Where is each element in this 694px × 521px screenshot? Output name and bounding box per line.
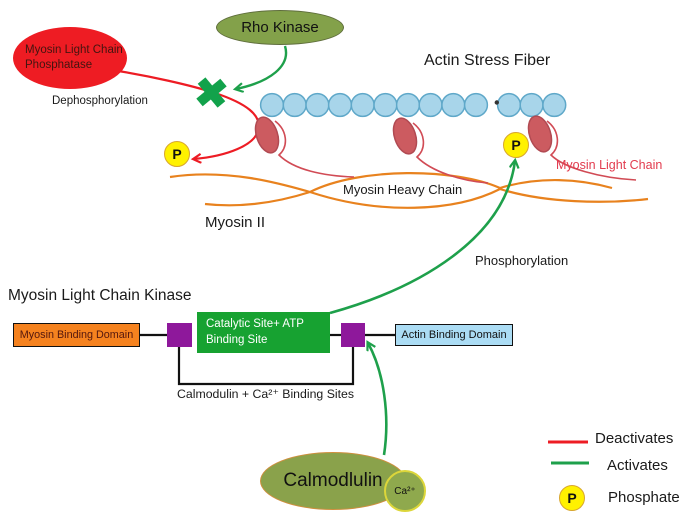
actin-filament [259,92,567,118]
myosin-light-chain-tails [274,120,637,184]
domain-calmodulin-site-2[interactable] [341,323,365,347]
domain-calmodulin-site-1[interactable] [167,323,192,347]
domain-myosin-binding[interactable]: Myosin Binding Domain [13,323,140,347]
phosphate-circle-left: P [164,141,190,167]
filament-dot [494,100,499,105]
domain-actin-binding[interactable]: Actin Binding Domain [395,324,513,346]
label-myosin-light-chain: Myosin Light Chain [556,158,663,172]
label-dephosphorylation: Dephosphorylation [52,95,148,107]
phosphate-circle-right: P [503,132,529,158]
inhibition-x-icon [196,77,227,108]
label-phosphorylation: Phosphorylation [475,253,569,268]
domain-catalytic-site[interactable]: Catalytic Site+ ATP Binding Site [197,312,330,353]
label-mlck-title: Myosin Light Chain Kinase [8,287,192,304]
deactivation-arrow [111,68,260,159]
legend-phosphate-label: Phosphate [608,489,680,506]
legend-lines [548,440,589,465]
legend-phosphate-circle: P [559,485,585,511]
node-calcium[interactable]: Ca²⁺ [384,470,426,512]
rho-activation-arrow [236,45,288,89]
domain-connectors [140,333,395,386]
myosin-heavy-chain-lines [169,172,649,209]
node-rho-kinase[interactable]: Rho Kinase [216,10,344,45]
legend-activates-label: Activates [607,457,668,474]
label-calmodulin-binding-sites: Calmodulin + Ca²⁺ Binding Sites [177,387,355,401]
node-mlc-phosphatase[interactable]: Myosin Light Chain Phosphatase [13,27,127,89]
calmodulin-activation-arrow [368,343,388,456]
label-actin-stress-fiber: Actin Stress Fiber [424,52,551,69]
label-myosin-heavy-chain: Myosin Heavy Chain [343,182,463,197]
calmodulin-binding-bracket [177,347,355,386]
legend-deactivates-label: Deactivates [595,430,674,447]
phosphorylation-arrow [329,161,515,315]
label-myosin-ii: Myosin II [205,214,266,231]
node-calmodulin[interactable]: Calmodlulin [260,452,406,510]
myosin-head-blobs [254,115,553,155]
